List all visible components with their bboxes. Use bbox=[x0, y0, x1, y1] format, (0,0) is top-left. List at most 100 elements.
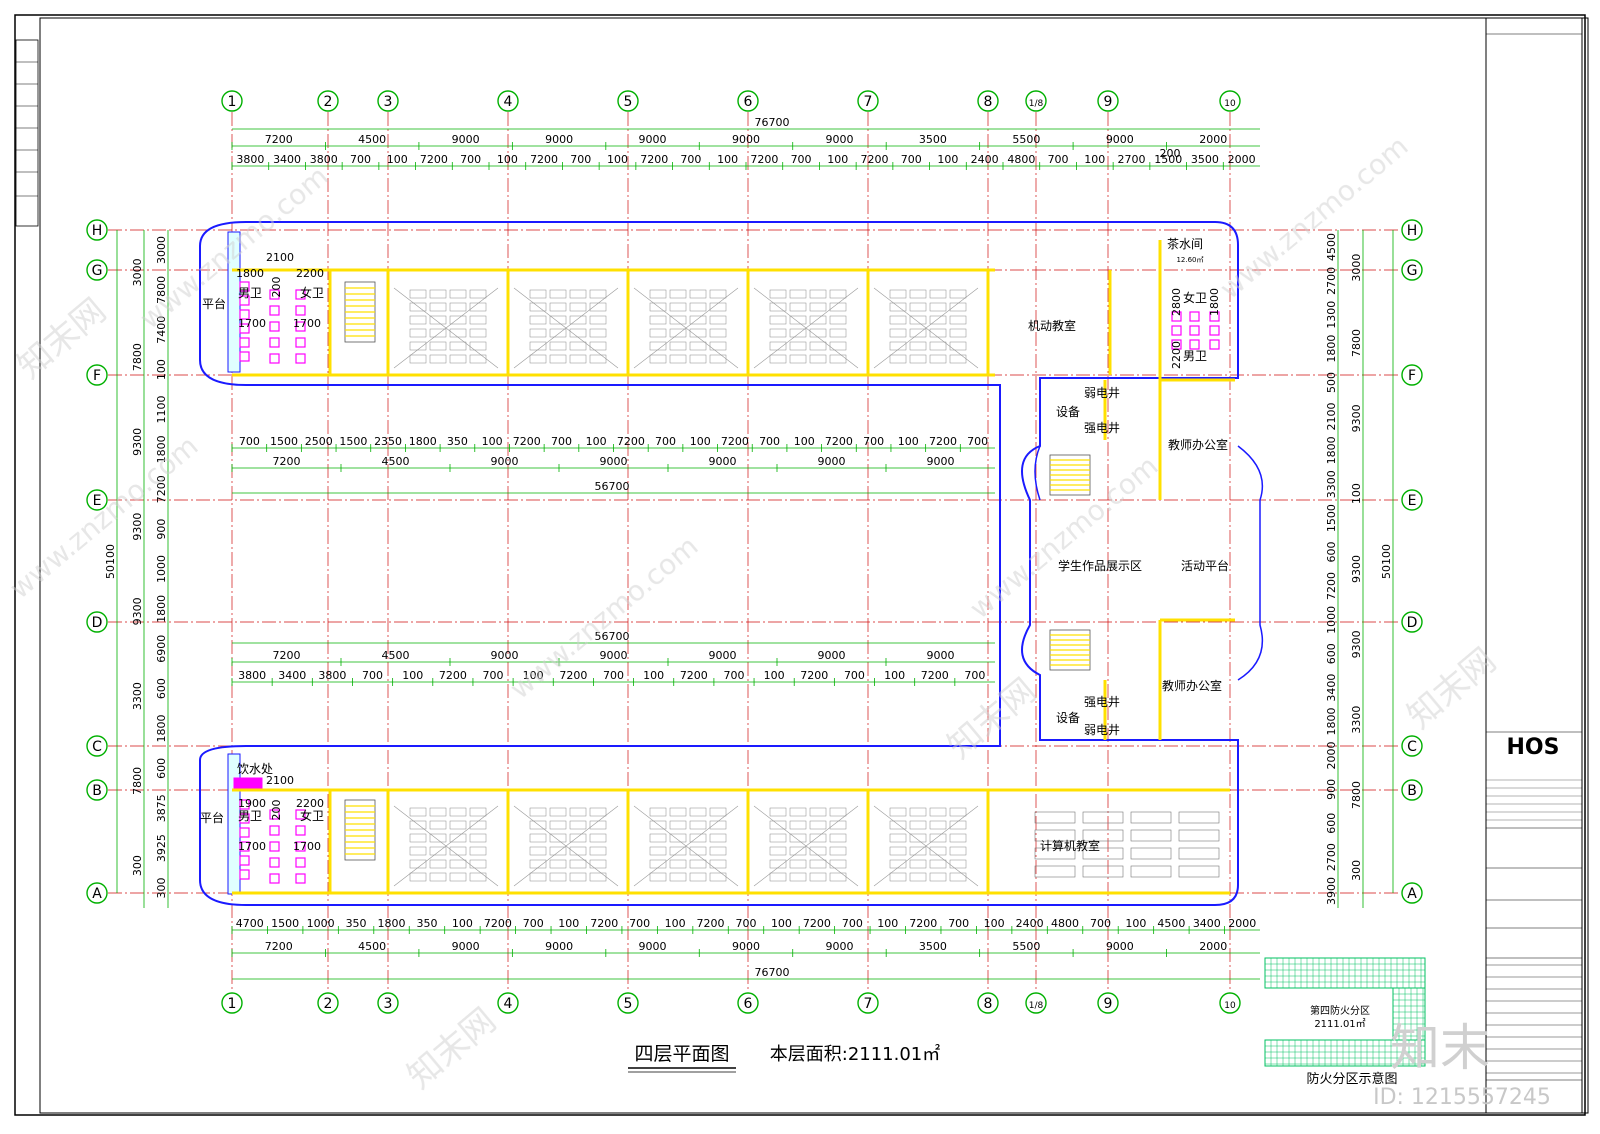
dim-right-outer-text-2: 9300 bbox=[1350, 404, 1363, 432]
desk-2-1-5-0 bbox=[649, 872, 667, 882]
dim-right-outer-text-5: 9300 bbox=[1350, 630, 1363, 658]
class-cross-0-1 bbox=[393, 805, 499, 887]
desk-1-1-0-0 bbox=[529, 807, 547, 817]
dim-right-inner-text-0: 4500 bbox=[1325, 233, 1338, 261]
wc-l-w2-2 bbox=[295, 841, 306, 852]
desk-1-0-2-1 bbox=[549, 315, 567, 325]
dim-top-extra: 200 bbox=[1160, 147, 1181, 160]
wc-l-m-3 bbox=[239, 841, 250, 852]
axis-label-row-4-0: D bbox=[92, 615, 103, 631]
desk-1-0-3-2 bbox=[569, 328, 587, 338]
dim-bot2-text-2: 9000 bbox=[452, 940, 480, 953]
axis-label-col-8-1: 1/8 bbox=[1029, 1001, 1044, 1011]
wc-u-w2-3 bbox=[295, 337, 306, 348]
classroom-furniture bbox=[393, 287, 1220, 887]
dim-right-outer-text-3: 100 bbox=[1350, 483, 1363, 504]
tdim-r0: 2800 bbox=[1170, 288, 1183, 316]
wc-l-w2-3 bbox=[295, 857, 306, 868]
desk-4-1-2-1 bbox=[909, 833, 927, 843]
dim-top1-text-4: 9000 bbox=[639, 133, 667, 146]
room-weak3: 强电井 bbox=[1084, 695, 1120, 709]
title-block: HOS bbox=[1485, 17, 1583, 1114]
dim-cl2-text-8: 7200 bbox=[559, 669, 587, 682]
room-weak2: 强电井 bbox=[1084, 421, 1120, 435]
desk-2-0-4-0 bbox=[649, 341, 667, 351]
dim-right-inner-text-16: 900 bbox=[1325, 779, 1338, 800]
class-cross-2-0 bbox=[633, 287, 739, 369]
dim-top1-text-0: 7200 bbox=[265, 133, 293, 146]
desk-0-1-1-3 bbox=[469, 820, 487, 830]
dim-cl2-text-18: 700 bbox=[964, 669, 985, 682]
room-terrace2: 平台 bbox=[200, 810, 224, 825]
tdim-u2: 2200 bbox=[296, 267, 324, 280]
dim-left-inner-text-1: 7800 bbox=[155, 276, 168, 304]
axis-bubble-col-6-1 bbox=[857, 992, 879, 1014]
dim-bot1-text-7: 7200 bbox=[484, 917, 512, 930]
axis-bubble-row-4-0 bbox=[86, 611, 108, 633]
desk-0-1-1-1 bbox=[429, 820, 447, 830]
dim-bot1-text-15: 100 bbox=[771, 917, 792, 930]
room-wc-f-top: 女卫 bbox=[1183, 290, 1207, 305]
dim-cl2-text-16: 100 bbox=[884, 669, 905, 682]
inner-frame bbox=[39, 17, 1589, 1114]
dim-top1-text-1: 4500 bbox=[358, 133, 386, 146]
wc-l-w1-0 bbox=[269, 809, 280, 820]
dim-top2-text-11: 7200 bbox=[640, 153, 668, 166]
wc-r-w1-1 bbox=[1171, 325, 1182, 336]
desk-1-1-1-0 bbox=[529, 820, 547, 830]
dim-top2-text-27: 2000 bbox=[1228, 153, 1256, 166]
dim-bot1-text-0: 4700 bbox=[236, 917, 264, 930]
desk-1-0-1-1 bbox=[549, 302, 567, 312]
dim-cl2-text-4: 100 bbox=[402, 669, 423, 682]
dim-cl2-text-12: 700 bbox=[723, 669, 744, 682]
dim-left-outer-text-6: 7800 bbox=[131, 767, 144, 795]
dim-cu1-text-14: 7200 bbox=[721, 435, 749, 448]
desk-2-0-3-1 bbox=[669, 328, 687, 338]
desk-4-0-3-3 bbox=[949, 328, 967, 338]
dim-bot1-text-5: 350 bbox=[416, 917, 437, 930]
dim-top2-text-7: 100 bbox=[497, 153, 518, 166]
wc-u-w2-2 bbox=[295, 321, 306, 332]
wc-u-w1-2 bbox=[269, 321, 280, 332]
wc-u-w1-3 bbox=[269, 337, 280, 348]
tdim-l3: 2200 bbox=[296, 797, 324, 810]
axis-label-col-9-1: 9 bbox=[1104, 996, 1113, 1012]
computer-desk-2-1 bbox=[1082, 847, 1124, 860]
desk-2-0-5-2 bbox=[689, 354, 707, 364]
dim-top2-text-13: 100 bbox=[717, 153, 738, 166]
dim-top2-text-21: 4800 bbox=[1007, 153, 1035, 166]
desk-2-0-2-0 bbox=[649, 315, 667, 325]
axis-bubble-row-4-1 bbox=[1401, 611, 1423, 633]
axis-bubble-row-5-0 bbox=[86, 735, 108, 757]
desk-0-1-2-2 bbox=[449, 833, 467, 843]
tdim-l4: 1700 bbox=[238, 840, 266, 853]
desk-1-0-5-2 bbox=[569, 354, 587, 364]
desk-0-1-1-0 bbox=[409, 820, 427, 830]
dim-top2-text-8: 7200 bbox=[530, 153, 558, 166]
wc-l-w2-1 bbox=[295, 825, 306, 836]
dim-bot1-text-20: 700 bbox=[948, 917, 969, 930]
desk-1-1-2-1 bbox=[549, 833, 567, 843]
dim-bot1-text-16: 7200 bbox=[803, 917, 831, 930]
desk-0-0-3-0 bbox=[409, 328, 427, 338]
desk-4-0-1-3 bbox=[949, 302, 967, 312]
dim-top2-text-24: 2700 bbox=[1118, 153, 1146, 166]
desk-3-1-1-0 bbox=[769, 820, 787, 830]
desk-4-1-5-3 bbox=[949, 872, 967, 882]
desk-0-0-0-1 bbox=[429, 289, 447, 299]
dim-left-outer-text-4: 9300 bbox=[131, 597, 144, 625]
desk-3-0-1-0 bbox=[769, 302, 787, 312]
watermark-brand-3: 知末网 bbox=[940, 671, 1044, 767]
desk-1-1-1-1 bbox=[549, 820, 567, 830]
desk-1-1-5-0 bbox=[529, 872, 547, 882]
wc-r-w1-0 bbox=[1171, 311, 1182, 322]
desk-0-0-5-1 bbox=[429, 354, 447, 364]
desk-2-1-4-1 bbox=[669, 859, 687, 869]
dim-cl2-text-5: 7200 bbox=[439, 669, 467, 682]
dim-inner-1: 56700 bbox=[595, 480, 630, 493]
desk-4-1-1-3 bbox=[949, 820, 967, 830]
desk-1-1-0-2 bbox=[569, 807, 587, 817]
desk-4-0-5-3 bbox=[949, 354, 967, 364]
dim-left-outer-text-3: 9300 bbox=[131, 513, 144, 541]
